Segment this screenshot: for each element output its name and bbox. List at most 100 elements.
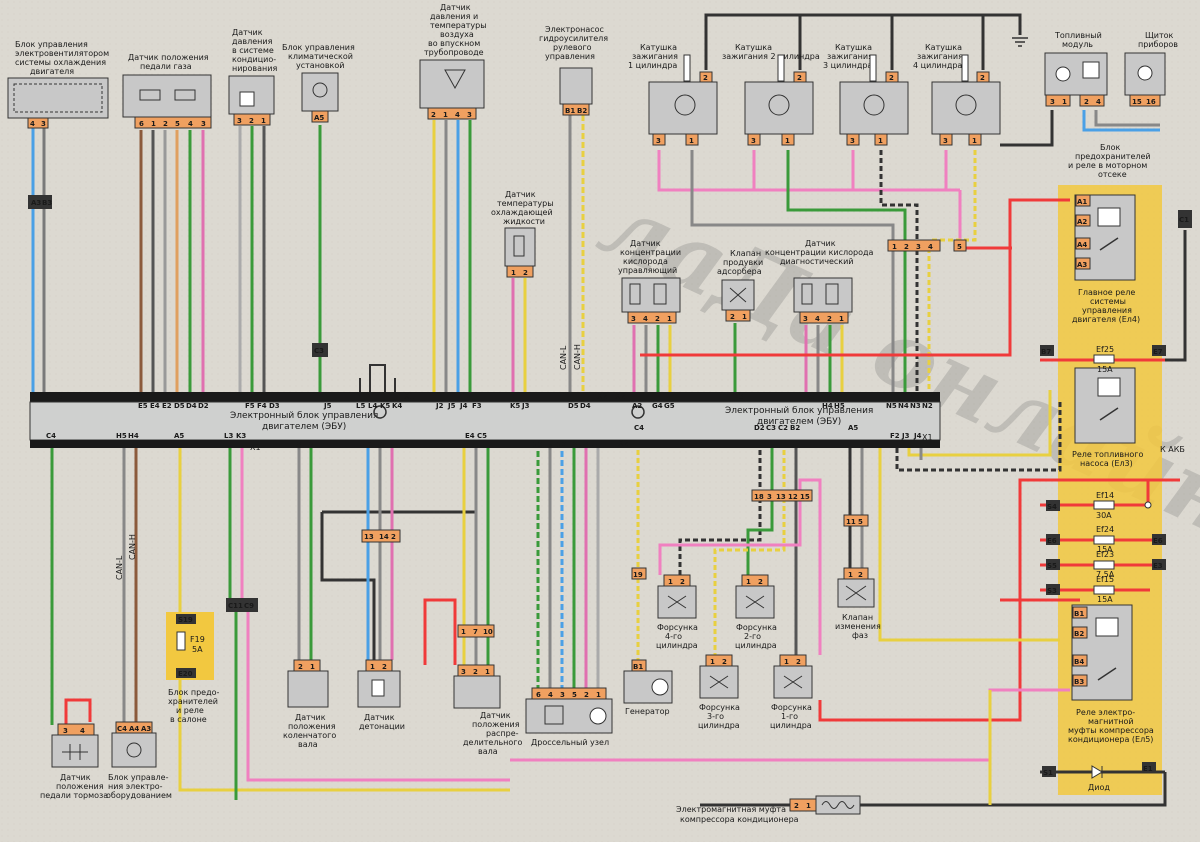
ecu-label-right-2: двигателем (ЭБУ) [757,417,841,427]
svg-text:охлаждающей: охлаждающей [491,208,553,217]
svg-text:15: 15 [1132,98,1142,106]
ecu-pin: H5 [834,402,845,410]
svg-text:S19: S19 [178,616,193,624]
thermistor-icon [513,235,525,257]
svg-text:Форсунка: Форсунка [657,623,698,632]
svg-text:1: 1 [461,628,466,636]
svg-text:2-го: 2-го [744,632,761,641]
svg-text:3: 3 [751,137,756,145]
ecu-pin: H4 [822,402,833,410]
svg-text:4-го: 4-го [665,632,682,641]
svg-text:концентрации кислорода: концентрации кислорода [765,248,874,257]
ecu-pin: H3 [374,441,385,449]
svg-text:1: 1 [261,117,266,125]
svg-text:Генератор: Генератор [625,707,670,716]
ecu-pin: E2 [162,402,172,410]
svg-text:3: 3 [767,493,772,501]
heater-icon [801,283,813,305]
svg-text:CAN-L: CAN-L [559,345,568,370]
ecu-pin: L4 [368,402,377,410]
x1-label-bottom-right: X1 [922,433,933,442]
svg-text:A3: A3 [141,725,151,733]
ecu-pin: A5 [848,424,858,432]
svg-text:температуры: температуры [497,199,554,208]
svg-text:нирования: нирования [232,64,277,73]
diode-icon [1091,765,1103,779]
svg-text:Датчик: Датчик [805,239,836,248]
ecu-pin: G5 [664,402,675,410]
svg-text:5A: 5A [192,645,203,654]
camshaft-sensor: 3 2 1 Датчик положения распре- делительн… [453,664,523,756]
generator: B1 Генератор [623,659,673,716]
ecu-pin: A1 [592,441,602,449]
switch-icon [62,744,88,760]
svg-text:E7: E7 [1153,348,1163,356]
svg-text:муфты компрессора: муфты компрессора [1068,726,1154,735]
svg-text:магнитной: магнитной [1088,717,1134,726]
svg-text:положения: положения [288,722,336,731]
svg-text:A2: A2 [1077,218,1087,226]
coil-icon [821,801,855,809]
fuse-icon [1093,535,1115,545]
svg-text:1: 1 [742,313,747,321]
potentiometer-icon [139,89,161,101]
svg-text:CAN-H: CAN-H [128,534,137,560]
svg-text:1: 1 [151,120,156,128]
svg-text:установкой: установкой [296,61,344,70]
ecu-label-left-2: двигателем (ЭБУ) [262,422,346,432]
engine-bay-fuse-relay-block: Блок предохранителей и реле в моторном о… [1040,143,1192,792]
x2-label-bottom: X2 [618,439,629,448]
svg-text:рулевого: рулевого [553,43,592,52]
svg-text:приборов: приборов [1138,40,1178,49]
svg-text:5: 5 [572,691,577,699]
svg-text:CAN-H: CAN-H [573,344,582,370]
ecu-pin: C3 [766,424,776,432]
inline-connector [226,598,258,612]
svg-text:B1: B1 [565,107,575,115]
svg-text:2: 2 [584,691,589,699]
ignition-coil-1: Катушка зажигания 1 цилиндра 2 3 1 [628,43,718,146]
svg-text:изменения: изменения [835,622,881,631]
warning-lamp-icon [1137,65,1153,81]
svg-text:цилиндра: цилиндра [770,721,812,730]
svg-text:4 цилиндра: 4 цилиндра [913,61,962,70]
ecu-pin: N4 [898,402,909,410]
coil-winding-icon [768,94,790,116]
svg-text:C3: C3 [314,347,324,355]
solenoid-valve-icon [729,287,747,303]
svg-text:кислорода: кислорода [623,257,668,266]
relay-contact-icon [1099,237,1119,251]
coolant-temp-sensor: Датчик температуры охлаждающей жидкости … [491,190,554,278]
svg-text:педали тормоза: педали тормоза [40,791,108,800]
svg-text:4: 4 [80,727,85,735]
svg-text:1: 1 [668,578,673,586]
svg-text:Катушка: Катушка [925,43,962,52]
top-components: Блок управления электровентилятором сист… [7,3,1178,370]
svg-text:модуль: модуль [1062,40,1093,49]
svg-text:7,5A: 7,5A [1096,570,1115,579]
ecu-pin: H2 [40,393,51,401]
body-control-module: C4 A4 A3 Блок управле- ния электро- обор… [106,721,172,800]
svg-text:3: 3 [41,120,46,128]
svg-text:7: 7 [473,628,478,636]
fuse-icon [1093,354,1115,364]
fuel-level-icon [1082,61,1100,79]
ac-clutch-relay: B1 B2 B4 B3 Реле электро- магнитной муфт… [1068,604,1154,744]
svg-text:F19: F19 [190,635,205,644]
svg-text:3 цилиндра: 3 цилиндра [823,61,872,70]
svg-text:отсеке: отсеке [1098,170,1127,179]
svg-text:климатической: климатической [288,52,353,61]
svg-text:Катушка: Катушка [735,43,772,52]
svg-text:Блок: Блок [1100,143,1120,152]
ecu-block: Электронный блок управления двигателем (… [29,364,941,452]
svg-text:4: 4 [1096,98,1101,106]
svg-text:цилиндра: цилиндра [735,641,777,650]
ecu-pin: N3 [910,402,921,410]
relay-contact-icon [1097,667,1117,681]
svg-text:детонации: детонации [359,722,405,731]
svg-text:Датчик: Датчик [232,28,263,37]
svg-text:CAN-L: CAN-L [115,555,124,580]
svg-text:5: 5 [957,243,962,251]
x2-label-top: X2 [597,392,608,401]
ecu-pin: K4 [392,402,402,410]
